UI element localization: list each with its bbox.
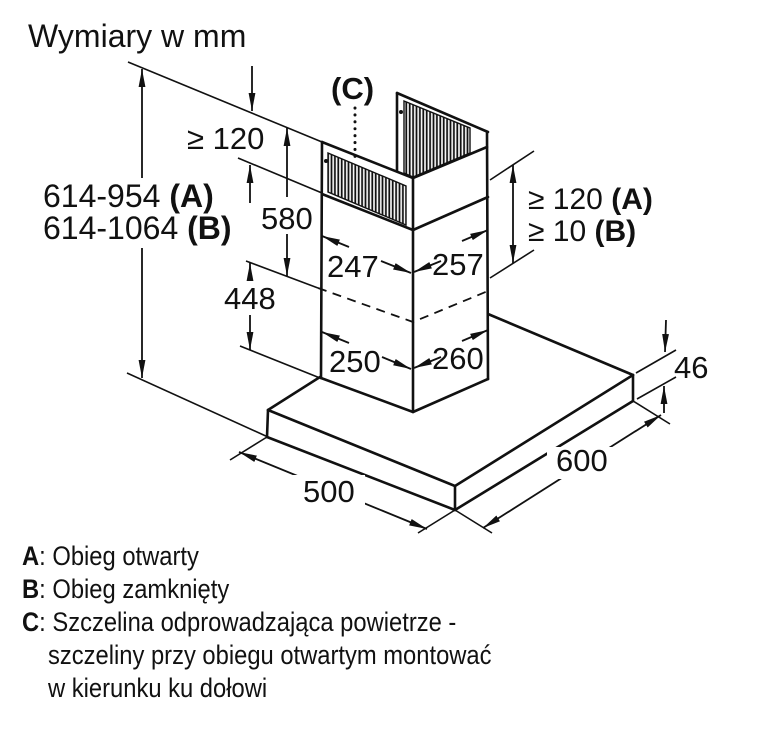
dim-body-height-label: 46 <box>674 350 708 385</box>
legend-item-c-line1: C: Szczelina odprowadzająca powietrze - <box>22 608 456 638</box>
label-c-marker: (C) <box>331 71 374 106</box>
legend-item-c-line2: szczeliny przy obiegu otwartym montować <box>48 641 492 671</box>
dim-duct-front-bottom-label: 250 <box>329 344 381 379</box>
legend-item-b: B: Obieg zamknięty <box>22 575 230 605</box>
dim-top-clearance-b-label: ≥ 10 (B) <box>528 215 636 248</box>
dim-overall-height-b-label: 614-1064 (B) <box>43 210 232 246</box>
legend-item-c-line3: w kierunku ku dołowi <box>47 674 267 704</box>
panel-hole-back <box>399 110 403 114</box>
dim-duct-side-top-label: 257 <box>432 247 484 282</box>
dim-ceiling-clearance-label: ≥ 120 <box>187 121 264 156</box>
page-title: Wymiary w mm <box>28 18 246 54</box>
dim-duct-front-top-label: 247 <box>327 249 379 284</box>
label-backplates <box>40 178 617 507</box>
dim-body-width-label: 600 <box>556 443 608 478</box>
dim-body-depth-label: 500 <box>303 474 355 509</box>
dim-top-clearance-a-label: ≥ 120 (A) <box>528 183 653 216</box>
telescope-split-dashed-line <box>317 287 489 323</box>
dim-duct-side-bottom-label: 260 <box>432 341 484 376</box>
vent-band-front <box>327 151 407 227</box>
legend: A: Obieg otwarty B: Obieg zamknięty C: S… <box>22 542 492 704</box>
vent-band-back <box>403 99 471 178</box>
legend-item-a: A: Obieg otwarty <box>22 542 199 572</box>
dim-chimney-upper-label: 580 <box>261 201 313 236</box>
dim-overall-height-a-label: 614-954 (A) <box>43 178 214 214</box>
dim-chimney-lower-label: 448 <box>224 281 276 316</box>
panel-hole-front <box>324 159 328 163</box>
